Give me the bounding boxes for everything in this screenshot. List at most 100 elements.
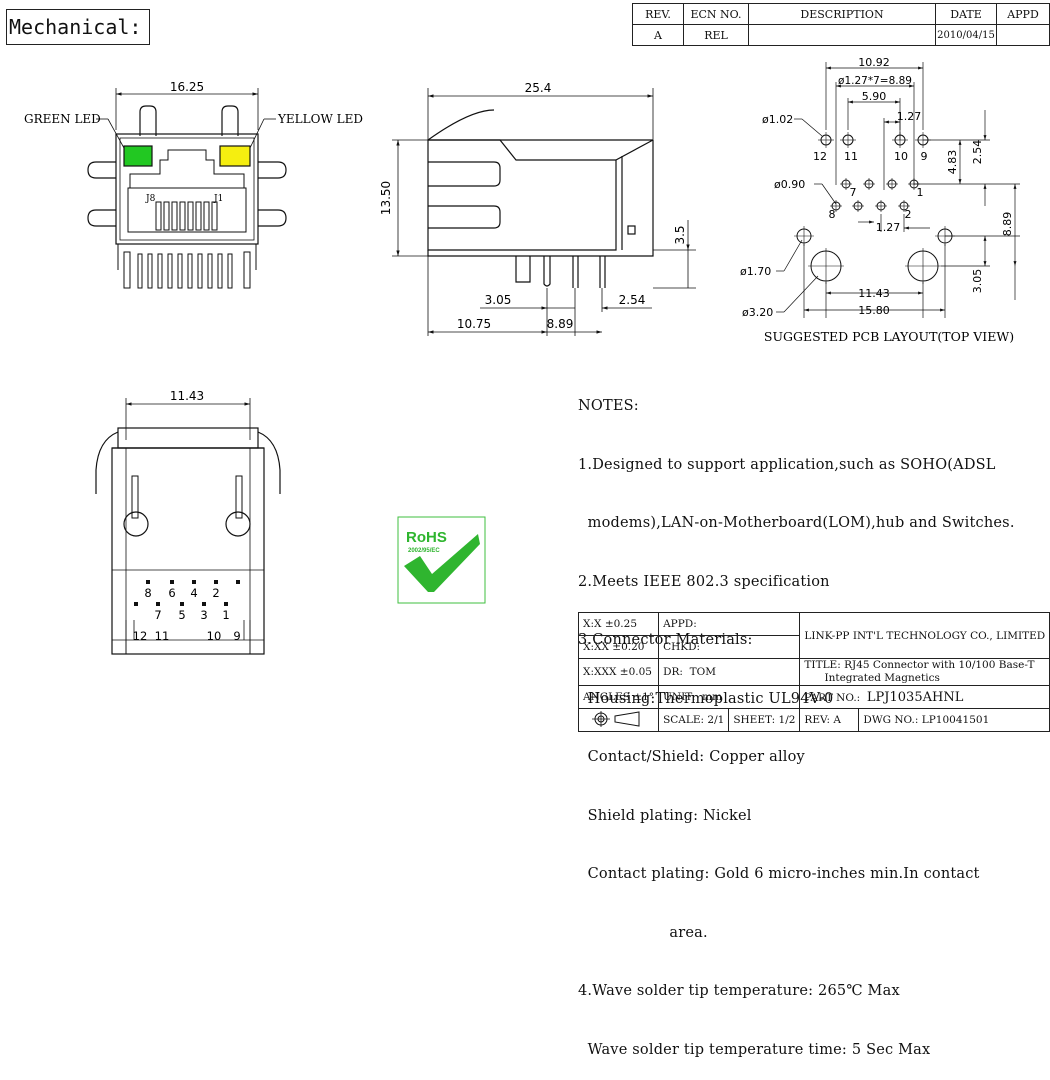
pcb-dia-1-70: ø1.70	[740, 265, 771, 278]
sheet-cell: SHEET: 1/2	[728, 708, 801, 732]
projection-icon	[591, 710, 640, 727]
dr-value: TOM	[689, 666, 716, 678]
pcb-dim-1-27-top: 1.27	[897, 110, 922, 123]
pcb-pin-12: 12	[813, 150, 827, 163]
chkd-label: CHKD:	[658, 635, 801, 659]
note-line: Shield plating: Nickel	[578, 807, 752, 824]
pcb-dia-0-90: ø0.90	[774, 178, 805, 191]
rev-header-ecn: ECN NO.	[683, 3, 749, 25]
projection-symbol	[577, 708, 660, 732]
note-line: area.	[578, 924, 708, 941]
pcb-dim-15-80: 15.80	[858, 304, 890, 317]
pin-j1-label: J1	[213, 194, 223, 204]
bottom-width-dim: 11.43	[170, 389, 204, 403]
dwg-label: DWG NO.:	[863, 714, 919, 726]
yellow-led-label: YELLOW LED	[277, 112, 363, 126]
pcb-dia-1-02: ø1.02	[762, 113, 793, 126]
bottom-pin-3: 3	[200, 608, 207, 622]
note-line: 1.Designed to support application,such a…	[578, 456, 996, 473]
pcb-dim-11-43: 11.43	[858, 287, 890, 300]
bottom-pin-5: 5	[178, 608, 185, 622]
note-line: Contact/Shield: Copper alloy	[578, 749, 805, 765]
pcb-dim-5-90: 5.90	[862, 90, 887, 103]
side-length-dim: 25.4	[525, 81, 552, 95]
bottom-pin-2: 2	[212, 586, 219, 600]
rohs-sub: 2002/95/EC	[408, 548, 440, 554]
pcb-dim-1-27-mid: 1.27	[876, 221, 901, 234]
front-width-dim: 16.25	[170, 80, 204, 94]
appd-label: APPD:	[658, 612, 801, 636]
side-dim-10-75: 10.75	[457, 317, 491, 331]
part-label: PART NO.:	[804, 691, 861, 704]
side-dim-8-89: 8.89	[547, 317, 574, 331]
notes-heading: NOTES:	[578, 398, 639, 414]
rev-header-appd: APPD	[996, 3, 1050, 25]
revision-table: REV. ECN NO. DESCRIPTION DATE APPD A REL…	[632, 3, 1050, 46]
green-led-label: GREEN LED	[24, 112, 101, 126]
pcb-dia-3-20: ø3.20	[742, 306, 773, 319]
bottom-pin-1: 1	[222, 608, 229, 622]
pcb-pin-7: 7	[850, 186, 857, 199]
front-view	[87, 88, 287, 289]
sheet-label: SHEET:	[733, 714, 776, 726]
bottom-pin-6: 6	[168, 586, 175, 600]
yellow-led	[219, 145, 251, 167]
sheet-value: 1/2	[778, 714, 796, 726]
unit-value: mm	[702, 691, 723, 703]
title-value: RJ45 Connector with 10/100 Base-T	[844, 659, 1035, 671]
note-line: Wave solder tip temperature time: 5 Sec …	[578, 1041, 931, 1058]
pcb-pin-9: 9	[921, 150, 928, 163]
dwg-cell: DWG NO.: LP10041501	[858, 708, 1050, 732]
pcb-dim-10-92: 10.92	[858, 56, 890, 69]
tol-xxx: X:XXX ±0.05	[577, 658, 660, 686]
rev-header-date: DATE	[935, 3, 997, 25]
appd-value	[996, 24, 1050, 46]
side-dim-3-05: 3.05	[485, 293, 512, 307]
side-view	[392, 88, 696, 336]
pcb-pin-2: 2	[905, 208, 912, 221]
scale-value: 2/1	[707, 714, 725, 726]
title-value-2: Integrated Magnetics	[824, 672, 940, 684]
tol-xx: X:XX ±0.20	[577, 635, 660, 659]
rohs-checkmark-icon	[404, 534, 480, 592]
title-cell: TITLE: RJ45 Connector with 10/100 Base-T…	[799, 658, 1050, 686]
mechanical-drawing: 16.25 GREEN LED YELLOW LED J8 J1	[24, 56, 1020, 655]
unit-label: UNIT:	[663, 691, 696, 703]
bottom-pin-9: 9	[233, 629, 240, 643]
unit-cell: UNIT: mm	[658, 685, 801, 709]
pcb-pin-10: 10	[894, 150, 908, 163]
pcb-pin-11: 11	[844, 150, 858, 163]
pcb-pin-1: 1	[917, 186, 924, 199]
title-block: X:X ±0.25 APPD: LINK-PP INT'L TECHNOLOGY…	[577, 612, 1050, 732]
pcb-caption: SUGGESTED PCB LAYOUT(TOP VIEW)	[764, 329, 1014, 344]
drawn-by: DR: TOM	[658, 658, 801, 686]
scale-label: SCALE:	[663, 714, 705, 726]
rev-cell: REV: A	[799, 708, 860, 732]
pin-j8-label: J8	[145, 194, 156, 204]
scale-cell: SCALE: 2/1	[658, 708, 730, 732]
bottom-view	[95, 398, 281, 655]
rev-value: A	[833, 714, 841, 726]
pcb-pin-8: 8	[829, 208, 836, 221]
pcb-dim-4-83: 4.83	[946, 150, 959, 175]
pcb-dim-pitch: ø1.27*7=8.89	[838, 75, 912, 87]
note-line: Contact plating: Gold 6 micro-inches min…	[578, 866, 980, 882]
bottom-pin-8: 8	[144, 586, 151, 600]
side-dim-3-5: 3.5	[673, 225, 687, 244]
pcb-dim-2-54: 2.54	[971, 140, 984, 165]
title-label: TITLE:	[804, 659, 841, 671]
dr-label: DR:	[663, 666, 683, 678]
bottom-pin-12: 12	[133, 629, 148, 643]
bottom-pin-7: 7	[154, 608, 161, 622]
pcb-dim-3-05: 3.05	[971, 269, 984, 294]
rev-header-description: DESCRIPTION	[748, 3, 936, 25]
bottom-pin-10: 10	[207, 629, 222, 643]
tol-angles: ANGLES ±1°	[577, 685, 660, 709]
ecn-value: REL	[683, 24, 749, 46]
green-led	[123, 145, 153, 167]
rev-label: REV:	[804, 714, 831, 726]
pcb-layout	[776, 62, 1020, 318]
note-line: 4.Wave solder tip temperature: 265℃ Max	[578, 983, 900, 999]
dwg-value: LP10041501	[921, 714, 990, 726]
drawing-title: Mechanical:	[6, 9, 150, 45]
